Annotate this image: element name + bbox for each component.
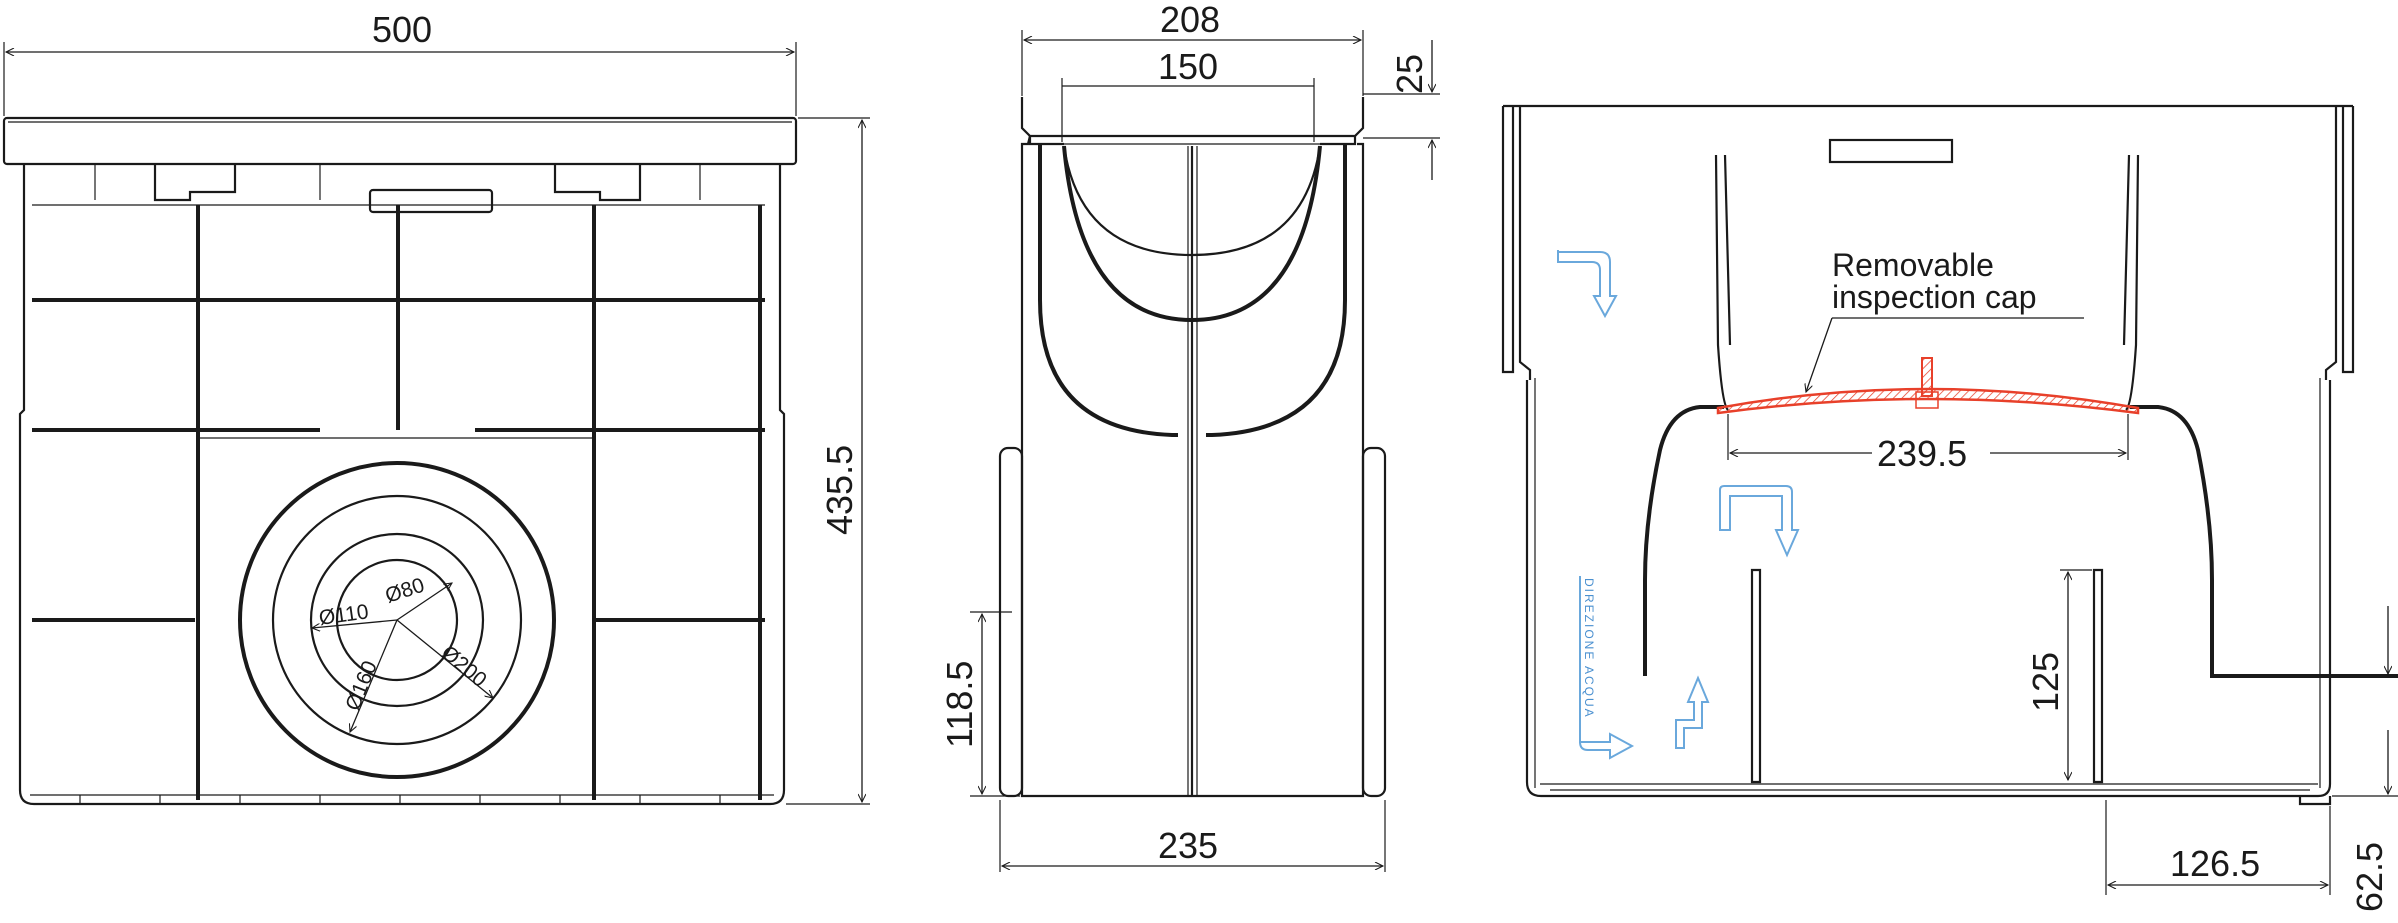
outlet-height-dimension: 62.5 [2349,842,2390,912]
side-body-outline [1020,135,1365,798]
flow-arrow-top-left [1557,250,1618,319]
knockout-200 [238,461,556,779]
front-height-dimension: 435.5 [819,445,860,535]
side-bottom-width-dimension: 235 [1158,825,1218,866]
flow-direction-label: DIREZIONE ACQUA [1582,578,1596,719]
front-grate-top [2,116,798,166]
side-inner-width-dimension: 150 [1158,46,1218,87]
section-shell-left [1643,405,1724,676]
front-view: Ø110 Ø80 Ø160 Ø200 500 435.5 [2,9,870,806]
side-top-width-dimension: 208 [1160,0,1220,40]
weir-height-dimension: 125 [2025,652,2066,712]
side-u-channel-inner [1062,145,1322,323]
outlet-offset-dimension: 126.5 [2170,843,2260,884]
knockout-110 [309,532,485,708]
flow-arrow-bottom-left [1579,576,1635,760]
inspection-cap [1716,387,2140,415]
flow-arrow-bottom-right [1675,675,1710,749]
front-body-outline [18,164,786,806]
section-view: Removable inspection cap 239.5 125 126.5… [1501,104,2398,912]
section-body-outline [1525,380,2332,798]
cap-label-line2: inspection cap [1832,279,2037,315]
side-pipe-height-dimension: 118.5 [939,661,980,748]
cap-width-dimension: 239.5 [1877,433,1967,474]
knockout-160 [271,494,523,746]
side-u-channel-outer [1038,144,1178,437]
front-width-dimension: 500 [372,9,432,50]
dia-160-label: Ø160 [341,658,382,714]
section-shell-right [2130,405,2398,678]
side-grate-height-dimension: 25 [1389,54,1430,94]
dia-110-label: Ø110 [317,600,370,630]
side-pipe-left [998,446,1024,798]
side-view: 208 150 25 118.5 235 [939,0,1440,872]
cap-label-line1: Removable [1832,247,1994,283]
dia-80-label: Ø80 [382,574,427,608]
flow-arrow-middle [1719,485,1800,558]
side-pipe-right [1361,446,1387,798]
dia-200-label: Ø200 [437,641,491,692]
knockout-80 [335,558,459,682]
